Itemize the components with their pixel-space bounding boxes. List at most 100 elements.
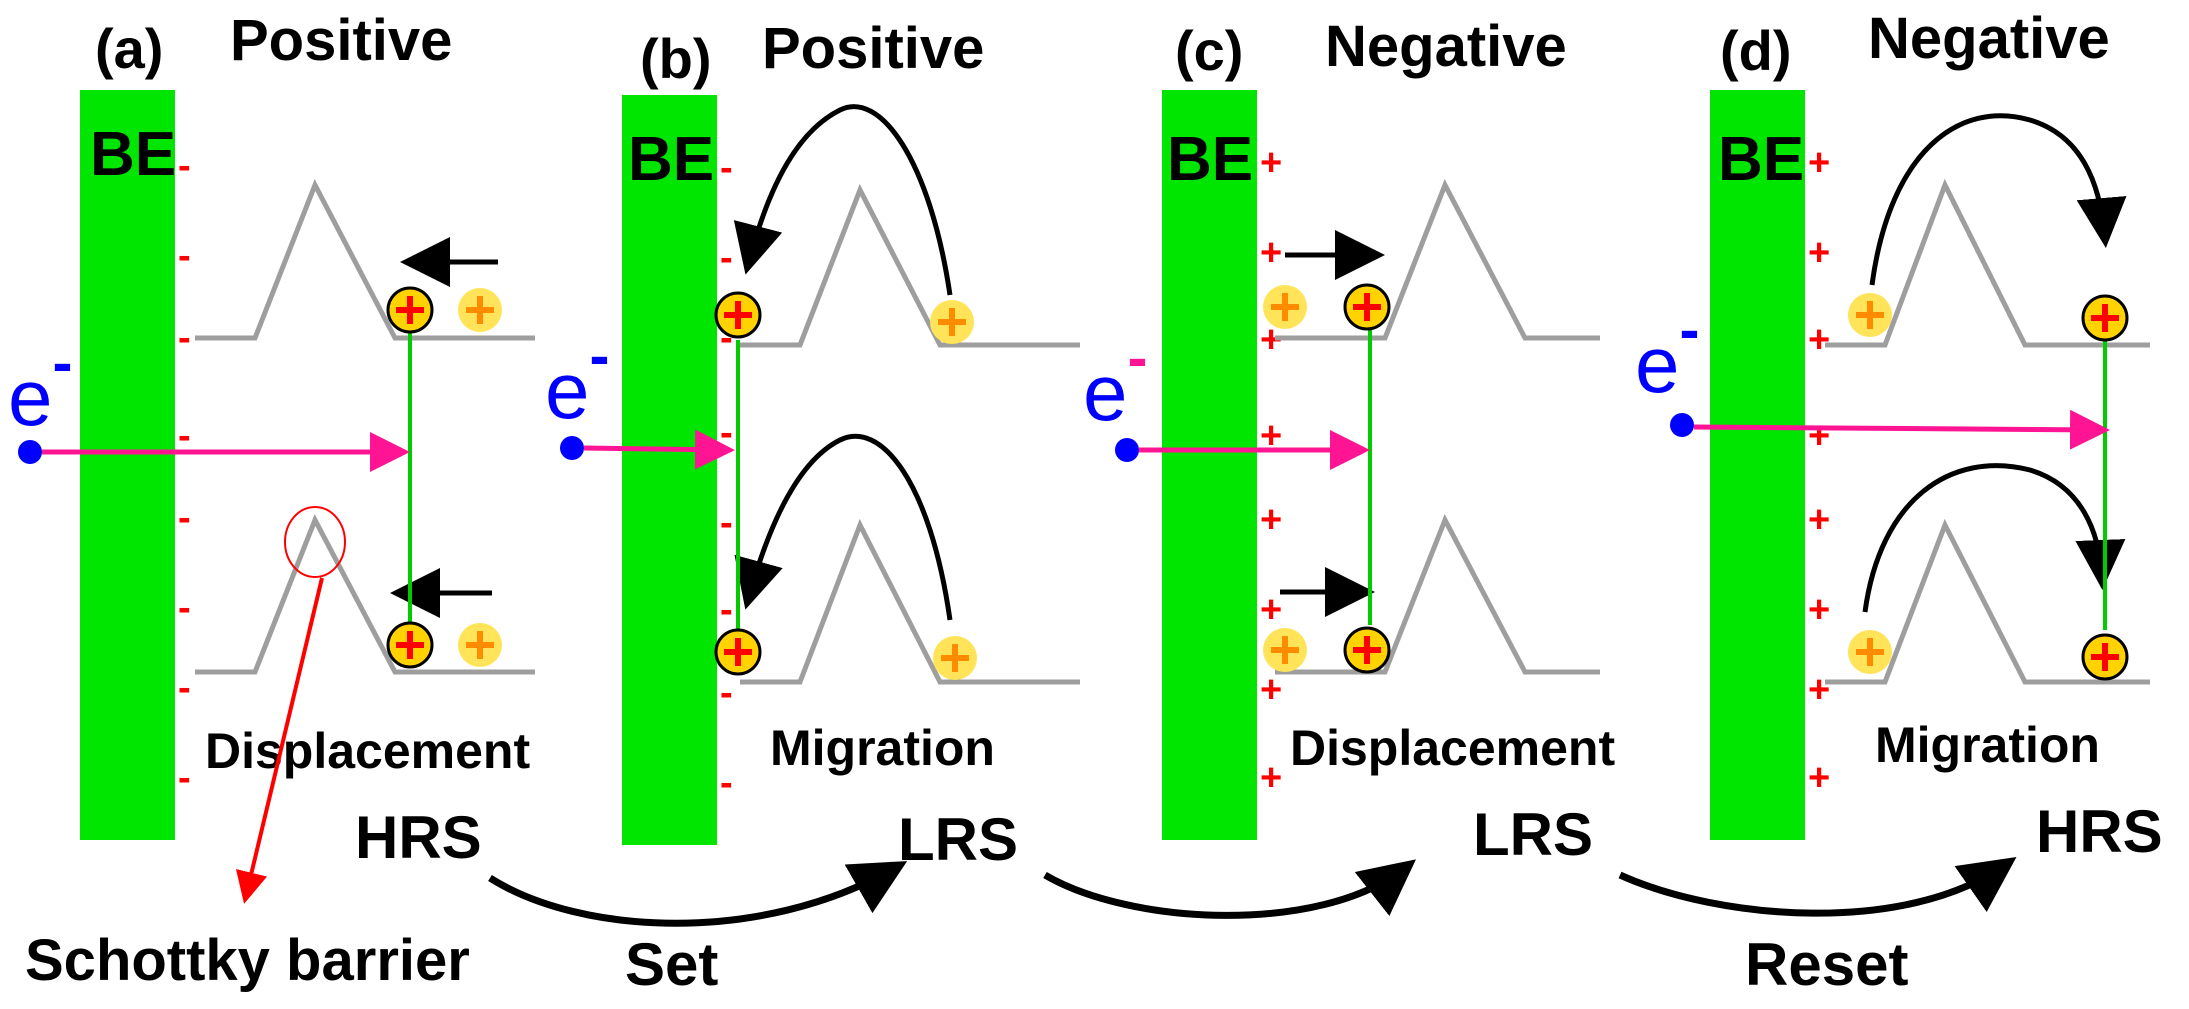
process-label: Displacement bbox=[205, 723, 530, 779]
electrode-label: BE bbox=[1718, 125, 1804, 194]
polarity-label: Positive bbox=[762, 16, 984, 81]
svg-text:-: - bbox=[720, 762, 733, 804]
energy-barrier-lower bbox=[1825, 518, 2150, 685]
electrode-charges: - - - - - - - - bbox=[720, 147, 733, 804]
svg-text:+: + bbox=[1808, 757, 1830, 799]
svg-text:-: - bbox=[720, 502, 733, 544]
svg-text:+: + bbox=[1808, 319, 1830, 361]
svg-text:+: + bbox=[1260, 669, 1282, 711]
oxygen-vacancy-ion bbox=[714, 628, 762, 676]
reset-arrow bbox=[1618, 856, 2017, 917]
svg-text:-: - bbox=[178, 757, 191, 799]
panel-tag: (d) bbox=[1720, 19, 1792, 82]
electrode-charges: + + + + + + + + bbox=[1808, 142, 1830, 799]
transition-set: Set bbox=[488, 861, 908, 998]
ghost-ion bbox=[933, 636, 977, 680]
ghost-ion bbox=[458, 288, 502, 332]
ion-migration-arrow bbox=[1869, 113, 2127, 286]
svg-text:-: - bbox=[178, 415, 191, 457]
polarity-label: Negative bbox=[1325, 14, 1567, 79]
svg-text:+: + bbox=[1808, 232, 1830, 274]
ion-migration-arrow bbox=[733, 104, 953, 296]
read-arrow bbox=[1043, 859, 1417, 919]
energy-barrier-upper bbox=[195, 178, 535, 341]
svg-text:-: - bbox=[720, 672, 733, 714]
electron-dot bbox=[1670, 413, 1694, 437]
polarity-label: Positive bbox=[230, 8, 452, 73]
resistance-state: HRS bbox=[2036, 798, 2163, 865]
svg-text:-: - bbox=[178, 235, 191, 277]
panel-d: (d) Negative BE + + + + + + + + bbox=[1635, 6, 2163, 865]
electrode-label: BE bbox=[1167, 125, 1253, 194]
ion-migration-arrow bbox=[734, 433, 953, 621]
svg-text:-: - bbox=[178, 145, 191, 187]
oxygen-vacancy-ion bbox=[386, 286, 434, 334]
energy-barrier-upper bbox=[1275, 178, 1600, 341]
set-arrow bbox=[488, 861, 908, 927]
electron-label: e- bbox=[8, 329, 72, 442]
electron-dot bbox=[18, 440, 42, 464]
bottom-electrode bbox=[80, 90, 175, 840]
oxygen-vacancy-ion bbox=[386, 621, 434, 669]
svg-text:+: + bbox=[1260, 589, 1282, 631]
panel-tag: (c) bbox=[1175, 19, 1243, 82]
svg-text:-: - bbox=[720, 237, 733, 279]
electron-dot bbox=[1115, 438, 1139, 462]
ghost-ion bbox=[1263, 628, 1307, 672]
electron-path-arrow bbox=[583, 429, 735, 470]
electron-label: e- bbox=[1635, 296, 1699, 409]
svg-text:-: - bbox=[720, 589, 733, 631]
transition-read bbox=[1043, 859, 1417, 919]
svg-text:+: + bbox=[1808, 499, 1830, 541]
electron-path-arrow bbox=[1693, 409, 2110, 450]
panel-c: (c) Negative BE + + + + + + + + bbox=[1083, 14, 1615, 868]
polarity-label: Negative bbox=[1868, 6, 2110, 71]
ghost-ion bbox=[1263, 285, 1307, 329]
bottom-electrode bbox=[1710, 90, 1805, 840]
oxygen-vacancy-ion bbox=[2081, 633, 2129, 681]
svg-text:+: + bbox=[1808, 142, 1830, 184]
energy-barrier-lower bbox=[195, 514, 535, 675]
bottom-electrode bbox=[622, 95, 717, 845]
transition-reset: Reset bbox=[1618, 856, 2017, 998]
svg-text:+: + bbox=[1808, 589, 1830, 631]
svg-text:+: + bbox=[1260, 319, 1282, 361]
svg-text:-: - bbox=[720, 147, 733, 189]
electron-label: e- bbox=[545, 322, 609, 435]
svg-text:+: + bbox=[1260, 757, 1282, 799]
callout-arrow bbox=[235, 577, 324, 904]
svg-text:+: + bbox=[1260, 232, 1282, 274]
energy-barrier-upper bbox=[1825, 178, 2150, 348]
svg-text:-: - bbox=[178, 317, 191, 359]
oxygen-vacancy-ion bbox=[714, 291, 762, 339]
electrode-charges: + + + + + + + + bbox=[1260, 142, 1282, 799]
process-label: Migration bbox=[770, 720, 995, 776]
set-label: Set bbox=[625, 931, 718, 998]
oxygen-vacancy-ion bbox=[1343, 283, 1391, 331]
ghost-ion bbox=[1848, 630, 1892, 674]
reset-label: Reset bbox=[1745, 931, 1908, 998]
panel-b: (b) Positive BE - - - - - - - - bbox=[545, 16, 1080, 873]
electrode-label: BE bbox=[90, 120, 176, 189]
resistance-state: LRS bbox=[1473, 801, 1593, 868]
resistance-state: HRS bbox=[355, 804, 482, 871]
svg-text:+: + bbox=[1808, 415, 1830, 457]
oxygen-vacancy-ion bbox=[1343, 626, 1391, 674]
process-label: Displacement bbox=[1290, 720, 1615, 776]
electrode-charges: - - - - - - - - bbox=[178, 145, 191, 799]
panel-tag: (a) bbox=[95, 17, 163, 80]
svg-text:+: + bbox=[1260, 499, 1282, 541]
electron-dot bbox=[560, 436, 584, 460]
process-label: Migration bbox=[1875, 717, 2100, 773]
oxygen-vacancy-ion bbox=[2081, 294, 2129, 342]
energy-barrier-lower bbox=[1275, 514, 1600, 675]
svg-text:-: - bbox=[178, 497, 191, 539]
electron-label: e- bbox=[1083, 324, 1147, 437]
ghost-ion bbox=[930, 300, 974, 344]
schottky-callout: Schottky barrier bbox=[25, 577, 470, 993]
energy-barrier-upper bbox=[740, 183, 1080, 348]
panel-tag: (b) bbox=[640, 27, 712, 90]
ion-migration-arrow bbox=[1862, 463, 2126, 613]
svg-text:-: - bbox=[178, 587, 191, 629]
